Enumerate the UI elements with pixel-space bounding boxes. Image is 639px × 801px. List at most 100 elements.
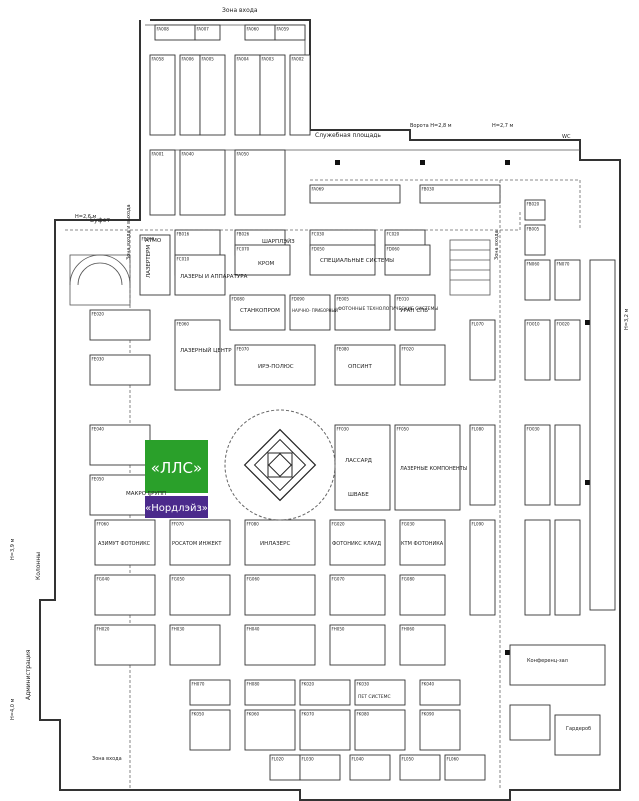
booth-code: FE005 xyxy=(337,297,350,302)
booth-code: FO020 xyxy=(557,322,571,327)
booth-code: FE080 xyxy=(337,347,350,352)
label-gate-left-h: H=2,6 м xyxy=(75,214,96,220)
booth-code: FA007 xyxy=(197,27,210,32)
highlight-nordlight[interactable]: «Нордлэйз» xyxy=(145,496,208,518)
booth-code: FE060 xyxy=(177,322,190,327)
booth-code: FB008 xyxy=(142,237,155,242)
booth-code: FF070 xyxy=(172,522,185,527)
label-krom: КРОМ xyxy=(258,261,275,267)
label-columns: Колонны xyxy=(35,552,42,580)
label-irz: ИРЭ-ПОЛЮС xyxy=(258,364,294,370)
label-shvabe: ШВАБЕ xyxy=(348,492,369,498)
booth-code: FG070 xyxy=(332,577,345,582)
label-inlasers: ИНЛАЗЕРС xyxy=(260,541,290,547)
booth-code: FO010 xyxy=(527,322,541,327)
label-lassard: ЛАССАРД xyxy=(345,458,373,464)
booth-code: FH060 xyxy=(402,627,415,632)
booth-code: FE040 xyxy=(92,427,105,432)
label-wc: WC xyxy=(562,134,571,140)
label-azimut: АЗИМУТ ФОТОНИКС xyxy=(98,541,151,547)
booth-code: FA060 xyxy=(247,27,260,32)
booth-code: FG040 xyxy=(97,577,110,582)
booth-code: FF080 xyxy=(247,522,260,527)
booth-code: FF020 xyxy=(402,347,415,352)
booth-code: FF050 xyxy=(397,427,410,432)
booth-code: FB016 xyxy=(177,232,190,237)
label-macro: МАКРО ГРУПП xyxy=(126,491,166,497)
label-nauch: НАУЧНО- ПРИБОРНЫЙ xyxy=(292,308,338,313)
booth-code: FA059 xyxy=(277,27,290,32)
booth-code: FH070 xyxy=(192,682,205,687)
booth-code: FL060 xyxy=(447,757,460,762)
booth-code: FL020 xyxy=(272,757,285,762)
label-h40: H=4,0 м xyxy=(10,699,16,720)
label-phot-tech: ФОТОННЫЕ ТЕХНОЛОГИЧЕСКИЕ СИСТЕМЫ xyxy=(338,306,438,312)
label-gate-top: Ворота H=2,8 м xyxy=(410,123,452,129)
label-gate-right-h: H=2,7 м xyxy=(492,123,513,129)
booth-code: FA003 xyxy=(262,57,275,62)
booth-code: FC020 xyxy=(387,232,400,237)
booth-code: FH040 xyxy=(247,627,260,632)
label-phot-cloud: ФОТОНИКС КЛАУД xyxy=(332,541,381,547)
booth-code: FD080 xyxy=(232,297,245,302)
nordlight-label: «Нордлэйз» xyxy=(145,503,208,514)
booth-code: FA005 xyxy=(202,57,215,62)
area-labels: Буфет Служебная площадь Администрация Ко… xyxy=(10,7,630,762)
central-rotunda xyxy=(224,409,336,521)
label-rosatom: РОСАТОМ ИНЖЕКТ xyxy=(172,541,222,547)
booth-code: FH080 xyxy=(247,682,260,687)
booth-code: FB005 xyxy=(527,227,540,232)
label-uran: УРАН СПБ xyxy=(400,308,428,314)
label-laser-center: ЛАЗЕРНЫЙ ЦЕНТР xyxy=(180,347,232,354)
booth-code: FK020 xyxy=(302,682,315,687)
booth-code: FK050 xyxy=(192,712,205,717)
highlight-lls[interactable]: «ЛЛС» xyxy=(145,440,208,493)
label-wardrobe: Гардероб xyxy=(566,726,591,732)
booth-code: FD090 xyxy=(292,297,305,302)
booth-code: FL070 xyxy=(472,322,485,327)
label-opsint: ОПСИНТ xyxy=(348,364,373,370)
booth-code: FL030 xyxy=(302,757,315,762)
booth-code: FH020 xyxy=(97,627,110,632)
booth-code: FN060 xyxy=(527,262,540,267)
booth-code: FE050 xyxy=(92,477,105,482)
label-entrance-bottom: Зона входа xyxy=(92,756,122,762)
booth-code: FN070 xyxy=(557,262,570,267)
booth-code: FG050 xyxy=(172,577,185,582)
booth-code: FD050 xyxy=(312,247,325,252)
booth-code: FK080 xyxy=(357,712,370,717)
booth-code: FK070 xyxy=(302,712,315,717)
booth-code: FA050 xyxy=(237,152,250,157)
booth-code: FB026 xyxy=(237,232,250,237)
label-entrance-top: Зона входа xyxy=(222,7,258,14)
booth-code: FL050 xyxy=(402,757,415,762)
booth-block-fa xyxy=(149,24,311,216)
booth-code: FG030 xyxy=(402,522,415,527)
label-laser-components: ЛАЗЕРНЫЕ КОМПОНЕНТЫ xyxy=(400,466,467,472)
label-atmo: АТМО xyxy=(145,238,162,244)
booth-code: FG060 xyxy=(247,577,260,582)
booth-code: FC010 xyxy=(177,257,190,262)
booth-code: FK030 xyxy=(357,682,370,687)
booth-code: FE070 xyxy=(237,347,250,352)
staircase-right xyxy=(449,239,491,296)
label-sharplaze: ШАРПЛЭЙЗ xyxy=(262,238,295,245)
booth-code: FA004 xyxy=(237,57,250,62)
booth-code: FH050 xyxy=(332,627,345,632)
booth-code: FF030 xyxy=(337,427,350,432)
booth-code: FD060 xyxy=(387,247,400,252)
exhibitor-labels: АТМО ШАРПЛЭЙЗ ЛАЗЕРТЕРМ ЛАЗЕРЫ И АППАРАТ… xyxy=(98,238,467,700)
booth-code: FL080 xyxy=(472,427,485,432)
label-h39: H=3,9 м xyxy=(10,539,16,560)
booth-code: FA006 xyxy=(182,57,195,62)
booth-code: FB020 xyxy=(527,202,540,207)
label-conference: Конференц-зал xyxy=(527,658,568,664)
booth-code: FK060 xyxy=(247,712,260,717)
booth-code: FB030 xyxy=(422,187,435,192)
label-buffet: Буфет xyxy=(90,217,110,224)
booth-code: FL040 xyxy=(352,757,365,762)
booth-code: FA002 xyxy=(292,57,305,62)
label-service: Служебная площадь xyxy=(315,132,381,139)
